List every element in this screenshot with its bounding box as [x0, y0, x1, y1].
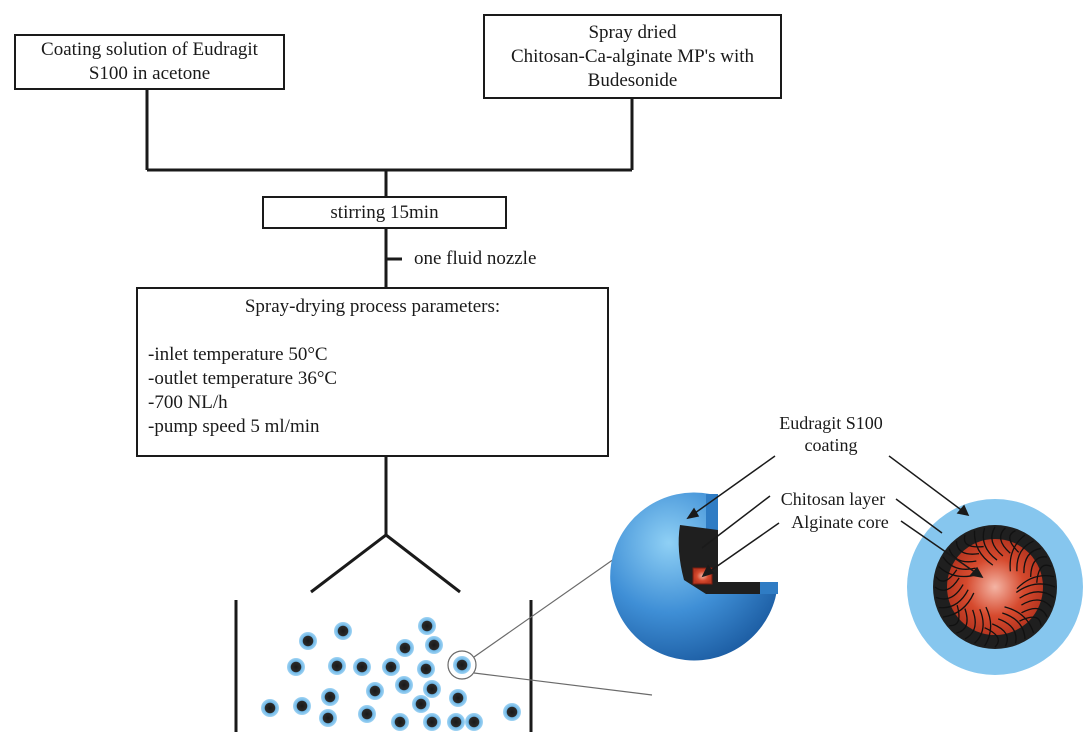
microparticle-icon: [261, 699, 279, 717]
label-arrows: [686, 455, 984, 579]
chitosan-strand: [956, 608, 968, 634]
coating-solution-line-2: S100 in acetone: [88, 63, 211, 84]
microparticle-icon: [366, 682, 384, 700]
chitosan-strand: [1009, 534, 1026, 572]
chitosan-strand: [1019, 591, 1055, 599]
chitosan-strand: [1019, 616, 1042, 626]
eudragit-label-line-1: Eudragit S100: [779, 413, 883, 433]
chitosan-strand: [991, 623, 1008, 647]
microparticle-icon: [423, 680, 441, 698]
chitosan-strand: [1021, 607, 1048, 618]
chitosan-strand: [991, 526, 1004, 557]
microparticle-icon: [293, 697, 311, 715]
chitosan-strand: [964, 609, 976, 640]
chitosan-strand: [1009, 530, 1020, 553]
microparticle-icon: [453, 656, 471, 674]
chitosan-strand: [1021, 599, 1052, 608]
coating-solution-line-1: Coating solution of Eudragit: [41, 39, 258, 60]
microparticle-icon: [423, 713, 441, 731]
chitosan-strand: [1015, 583, 1056, 593]
chitosan-strand: [1016, 540, 1034, 572]
chitosan-strand: [948, 548, 977, 563]
microparticle-icon: [299, 632, 317, 650]
chitosan-strand: [997, 618, 1017, 644]
process-parameters-box: Spray-drying process parameters: -inlet …: [136, 287, 609, 457]
flow-connectors: [145, 88, 634, 594]
microparticle-icon: [447, 713, 465, 731]
microparticle-icon: [449, 689, 467, 707]
microparticle-icon: [503, 703, 521, 721]
collection-vessel: [234, 600, 533, 732]
chitosan-strand: [984, 606, 992, 647]
particles: [261, 617, 521, 731]
eudragit-label-line-2: coating: [804, 435, 858, 455]
stirring-box: stirring 15min: [262, 196, 507, 229]
chitosan-strand: [942, 592, 975, 618]
process-item-2: -outlet temperature 36°C: [148, 368, 338, 389]
chitosan-strand: [1036, 564, 1052, 583]
microparticle-icon: [465, 713, 483, 731]
chitosan-strand: [973, 530, 994, 566]
chitosan-label: Chitosan layer: [780, 489, 886, 509]
chitosan-strand: [999, 527, 1011, 554]
microparticle-icon: [425, 636, 443, 654]
magnifier: [447, 544, 653, 696]
process-title: Spray-drying process parameters:: [244, 296, 501, 317]
chitosan-strand: [955, 540, 980, 555]
microparticle-icon: [417, 660, 435, 678]
microparticle-icon: [395, 676, 413, 694]
eudragit-label: Eudragit S100 coating: [766, 412, 896, 456]
chitosan-strand: [974, 609, 984, 644]
chitosan-strand: [1023, 547, 1042, 574]
microparticle-icon: [358, 705, 376, 723]
microparticle-icon: [418, 617, 436, 635]
microparticle-icon: [287, 658, 305, 676]
chitosan-strand: [984, 627, 999, 648]
chitosan-strand: [935, 584, 964, 600]
spray-dried-line-1: Spray dried: [588, 21, 677, 43]
chitosan-strand: [1016, 574, 1055, 590]
microparticle-icon: [319, 709, 337, 727]
chitosan-strand: [935, 569, 958, 582]
chitosan-strand: [963, 534, 984, 548]
microparticle-icon: [328, 657, 346, 675]
cutaway-particle-icon: [610, 492, 778, 661]
chitosan-strand: [938, 589, 969, 609]
chitosan-strand: [934, 577, 960, 591]
chitosan-strand: [1004, 606, 1035, 634]
microparticle-icon: [391, 713, 409, 731]
chitosan-strand: [982, 527, 998, 561]
microparticle-icon: [396, 639, 414, 657]
nozzle-label: one fluid nozzle: [414, 248, 537, 269]
process-item-4: -pump speed 5 ml/min: [148, 416, 320, 437]
chitosan-strand: [1029, 556, 1048, 578]
microparticle-icon: [321, 688, 339, 706]
chitosan-strand: [1002, 612, 1026, 640]
coating-solution-box: Coating solution of Eudragit S100 in ace…: [14, 34, 285, 90]
chitosan-strand: [948, 605, 960, 627]
process-item-1: -inlet temperature 50°C: [148, 344, 328, 365]
process-item-3: -700 NL/h: [148, 392, 228, 413]
spray-dried-line-2: Chitosan-Ca-alginate MP's with: [510, 45, 754, 67]
cross-section-particle-icon: [907, 499, 1083, 675]
spray-dried-box: Spray dried Chitosan-Ca-alginate MP's wi…: [483, 14, 782, 99]
chitosan-strand: [942, 556, 976, 570]
stirring-label: stirring 15min: [330, 201, 439, 223]
spray-dried-line-3: Budesonide: [587, 69, 678, 91]
microparticle-icon: [412, 695, 430, 713]
microparticle-icon: [334, 622, 352, 640]
microparticle-icon: [353, 658, 371, 676]
alginate-label: Alginate core: [791, 512, 889, 532]
microparticle-icon: [382, 658, 400, 676]
